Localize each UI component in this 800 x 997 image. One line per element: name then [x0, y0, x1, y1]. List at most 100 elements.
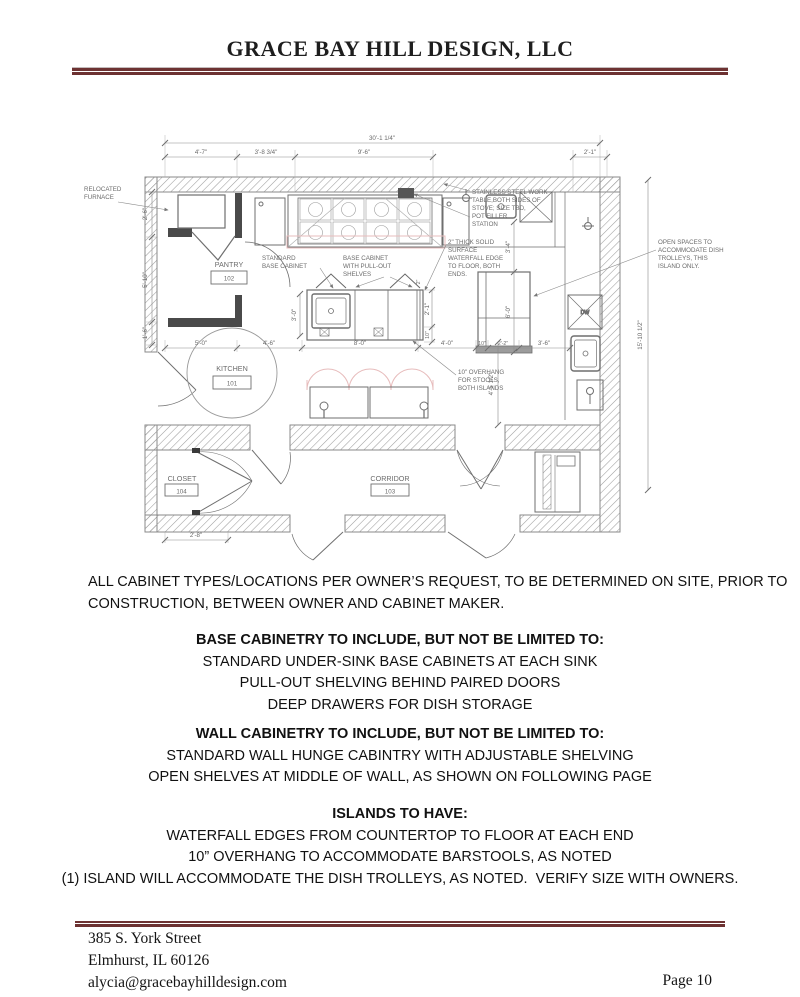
svg-text:SHELVES: SHELVES [343, 271, 371, 278]
note-line: 10” OVERHANG TO ACCOMMODATE BARSTOOLS, A… [188, 849, 612, 865]
pink-overlays [286, 235, 446, 391]
svg-text:TROLLEYS, THIS: TROLLEYS, THIS [658, 255, 708, 262]
note-line: STANDARD UNDER-SINK BASE CABINETS AT EAC… [202, 653, 598, 670]
work-table-right [442, 197, 470, 246]
dim-right-overall: 15'-10 1/2" [637, 320, 644, 350]
pullout-label: BASE CABINET WITH PULL-OUT SHELVES [343, 255, 413, 288]
pantry-walls [168, 193, 242, 327]
svg-text:CLOSET: CLOSET [168, 474, 197, 483]
svg-text:ENDS.: ENDS. [448, 271, 467, 278]
dim-top-2: 3'-8 3/4" [255, 149, 278, 156]
walls [144, 176, 621, 533]
dim-mid-5: 10" [478, 341, 486, 347]
header-double-rule [72, 67, 728, 75]
room-closet: CLOSET 104 [164, 474, 199, 497]
dishwasher-right: DW [567, 294, 603, 330]
faucet-icon [582, 217, 594, 230]
svg-text:ACCOMMODATE DISH: ACCOMMODATE DISH [658, 247, 724, 254]
pantry-door-arc [244, 241, 291, 288]
address-line-2: Elmhurst, IL 60126 [88, 952, 210, 969]
furnace [177, 194, 226, 229]
svg-text:10" OVERHANG: 10" OVERHANG [458, 369, 504, 376]
footer-email: alycia@gracebayhilldesign.com [88, 974, 287, 991]
note-line: DEEP DRAWERS FOR DISH STORAGE [267, 696, 533, 713]
island-2 [475, 271, 533, 354]
svg-text:WITH PULL-OUT: WITH PULL-OUT [343, 263, 391, 270]
svg-text:TABLE,BOTH SIDES OF: TABLE,BOTH SIDES OF [472, 197, 541, 204]
section-heading: ISLANDS TO HAVE: [332, 806, 468, 822]
closet-bifold [196, 451, 253, 514]
svg-text:103: 103 [385, 489, 396, 496]
room-pantry: PANTRY 102 [210, 260, 248, 285]
dw-label: DW [581, 310, 590, 316]
stool-counters [309, 386, 429, 419]
svg-text:WATERFALL EDGE: WATERFALL EDGE [448, 255, 503, 262]
island-sink [311, 293, 351, 329]
door-chevrons [315, 273, 421, 289]
svg-text:SURFACE: SURFACE [448, 247, 477, 254]
note-line: OPEN SHELVES AT MIDDLE OF WALL, AS SHOWN… [148, 769, 652, 785]
svg-text:CORRIDOR: CORRIDOR [370, 474, 409, 483]
svg-text:STAINLESS STEEL WORK: STAINLESS STEEL WORK [472, 189, 549, 196]
footer-double-rule [75, 921, 725, 927]
section-heading: BASE CABINETRY TO INCLUDE, BUT NOT BE LI… [196, 632, 604, 648]
annotations: RELOCATED FURNACE STAINLESS STEEL WORK T… [84, 183, 724, 392]
svg-text:STANDARD: STANDARD [262, 255, 296, 262]
dim-mid-3: 8'-0" [354, 340, 366, 347]
page-number: Page 10 [662, 972, 712, 989]
burner-grid [299, 198, 431, 244]
svg-text:OPEN SPACES TO: OPEN SPACES TO [658, 239, 712, 246]
dim-mid-7: 3'-6" [538, 340, 550, 347]
dim-island1-r2: 10" [425, 331, 431, 339]
dimensions: 30'-1 1/4" 4'-7" 3'-8 3/4" 9'-6" 2'-1" 2… [142, 135, 652, 544]
svg-text:102: 102 [224, 276, 235, 283]
dim-top-1: 4'-7" [195, 149, 207, 156]
footer-address: 385 S. York Street Elmhurst, IL 60126 al… [88, 928, 287, 994]
dim-mid-2: 4'-6" [263, 340, 275, 347]
note-line: CONSTRUCTION, BETWEEN OWNER AND CABINET … [88, 595, 505, 612]
island-1 [306, 273, 424, 341]
dim-island2-len: 6'-0" [505, 306, 512, 318]
svg-text:PANTRY: PANTRY [215, 260, 244, 269]
top-counter-fixtures [442, 189, 566, 248]
room-kitchen: KITCHEN 101 [186, 327, 278, 419]
svg-text:ISLAND ONLY.: ISLAND ONLY. [658, 263, 700, 270]
pantry-v-door [191, 231, 236, 261]
floor-plan-svg: DW [84, 135, 724, 561]
wall-cabinetry-section: WALL CABINETRY TO INCLUDE, BUT NOT BE LI… [0, 724, 800, 789]
svg-text:BASE CABINET: BASE CABINET [343, 255, 388, 262]
base-cabinetry-section: BASE CABINETRY TO INCLUDE, BUT NOT BE LI… [0, 630, 800, 716]
svg-text:BASE CABINET: BASE CABINET [262, 263, 307, 270]
dim-closet: 2'-8" [190, 532, 202, 539]
general-note: ALL CABINET TYPES/LOCATIONS PER OWNER’S … [88, 572, 787, 615]
kitchen-bottom-right-doors [456, 449, 504, 490]
note-line: (1) ISLAND WILL ACCOMMODATE THE DISH TRO… [61, 870, 739, 887]
pot-filler [398, 188, 414, 198]
dim-top-3: 9'-6" [358, 149, 370, 156]
work-table-left [254, 197, 286, 246]
standard-base-label: STANDARD BASE CABINET [262, 255, 334, 289]
work-table-label: STAINLESS STEEL WORK TABLE,BOTH SIDES OF… [413, 183, 549, 228]
note-line: PULL-OUT SHELVING BEHIND PAIRED DOORS [239, 675, 561, 691]
dim-mid-1: 5'-0" [195, 340, 207, 347]
kitchen-bottom-left-door [251, 449, 282, 485]
open-spaces-label: OPEN SPACES TO ACCOMMODATE DISH TROLLEYS… [533, 239, 724, 297]
relocated-furnace-label: RELOCATED FURNACE [84, 186, 169, 212]
address-line-1: 385 S. York Street [88, 930, 202, 947]
note-line: STANDARD WALL HUNGE CABINTRY WITH ADJUST… [166, 747, 634, 764]
sink-right [570, 335, 601, 372]
svg-text:FURNACE: FURNACE [84, 194, 114, 201]
dim-island1-depth: 3'-0" [291, 309, 298, 321]
dim-island1-edge: 2" [416, 279, 422, 284]
dim-top-right: 2'-1" [584, 149, 596, 156]
svg-text:STATION: STATION [472, 221, 498, 228]
svg-text:2" THICK SOLID: 2" THICK SOLID [448, 239, 495, 246]
waterfall-end [475, 345, 533, 354]
fixture-right [576, 379, 604, 411]
dishwasher-top [519, 191, 553, 223]
svg-text:RELOCATED: RELOCATED [84, 186, 122, 193]
svg-text:TO FLOOR, BOTH: TO FLOOR, BOTH [448, 263, 500, 270]
dim-top-overall: 30'-1 1/4" [369, 135, 395, 142]
corridor-door-right [447, 531, 487, 559]
